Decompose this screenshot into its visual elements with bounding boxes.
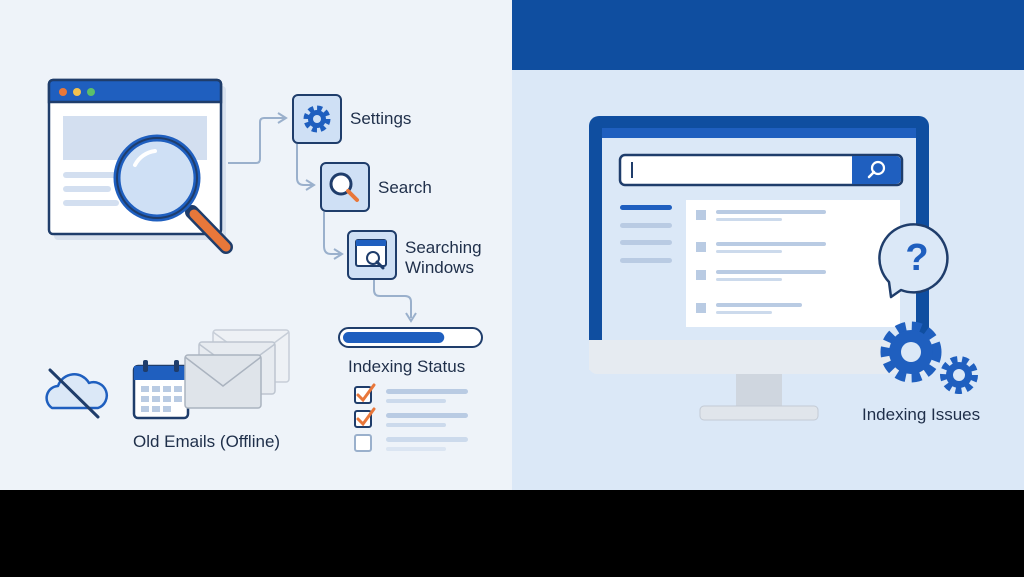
flow-connectors [228,112,417,323]
indexing-status-label: Indexing Status [348,357,466,376]
question-bubble-icon: ? [878,223,949,299]
right-panel-top-bar [512,0,1024,70]
checklist-item-1 [354,383,468,404]
checklist-item-2 [354,407,468,428]
cloud-offline-icon [45,368,108,419]
searching-windows-step-icon-box [347,230,397,280]
old-emails-label: Old Emails (Offline) [133,432,281,451]
check-mark-icon [356,407,376,427]
question-mark-glyph: ? [905,237,928,279]
searching-windows-line-1: Searching [405,238,482,257]
large-gear-icon [880,321,942,383]
settings-step-icon-box [292,94,342,144]
bottom-letterbox [0,490,1024,572]
indexing-progress-bar [338,327,483,348]
indexing-checklist [354,383,468,452]
connector-to-search [296,144,312,186]
small-gear-icon [940,356,978,394]
monitor-results-panel [686,200,900,327]
connector-to-indexing-status [373,280,412,318]
gear-icon [303,105,331,133]
monitor-search-bar [618,153,904,187]
searching-windows-line-2: Windows [405,258,474,277]
check-mark-icon [356,383,376,403]
searching-windows-step-label: Searching Windows [405,238,482,278]
search-step-icon-box [320,162,370,212]
monitor-sidebar [620,205,672,263]
indexing-progress-fill [343,332,445,343]
settings-step-label: Settings [350,109,412,128]
window-search-icon [355,239,387,270]
calendar-icon [132,360,190,420]
email-envelopes-icon [184,329,290,409]
checklist-item-3 [354,434,468,452]
search-icon [329,172,359,202]
gears-icon [880,321,978,394]
search-step-label: Search [378,178,432,197]
connector-to-searching-windows [323,212,340,255]
connector-to-settings [228,117,284,164]
indexing-issues-label: Indexing Issues [862,405,981,424]
search-icon [867,160,886,179]
magnifier-icon [113,134,233,254]
